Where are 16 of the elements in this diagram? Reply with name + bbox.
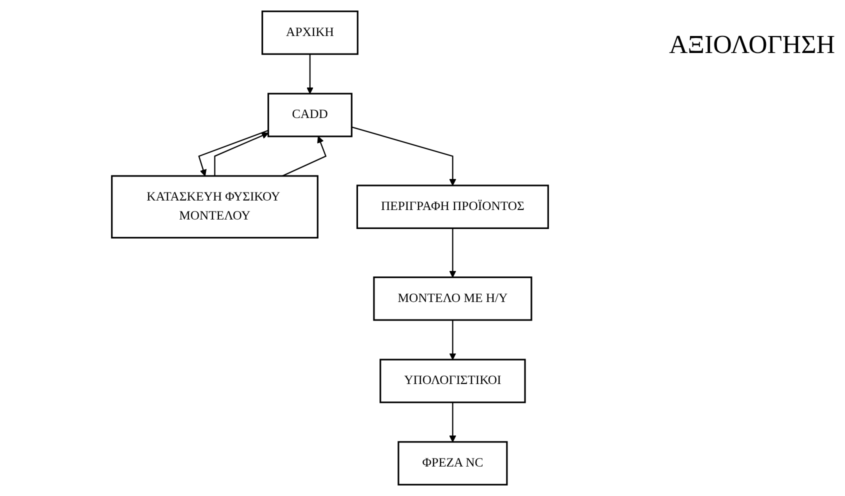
arrow [449, 228, 456, 278]
node-box: ΜΟΝΤΕΛΟ ΜΕ Η/Υ [373, 276, 532, 321]
arrow [282, 136, 327, 176]
node-box: ΦΡΕΖΑ NC [398, 441, 508, 486]
arrow [352, 126, 456, 186]
node-box: ΥΠΟΛΟΓΙΣΤΙΚΟΙ [380, 358, 526, 404]
node-box: ΑΡΧΙΚΗ [262, 10, 358, 55]
node-box: ΚΑΤΑΣΚΕΥΗ ΦΥΣΙΚΟΥ ΜΟΝΤΕΛΟΥ [111, 175, 318, 238]
node-box: ΠΕΡΙΓΡΑΦΗ ΠΡΟΪΟΝΤΟΣ [356, 184, 549, 229]
arrow [449, 320, 456, 360]
annotation-label: ΑΞΙΟΛΟΓΗΣΗ [669, 30, 835, 60]
arrow [214, 132, 269, 176]
arrow [306, 54, 314, 94]
arrow [449, 402, 456, 442]
arrow [198, 130, 268, 176]
node-box: CADD [267, 92, 352, 138]
